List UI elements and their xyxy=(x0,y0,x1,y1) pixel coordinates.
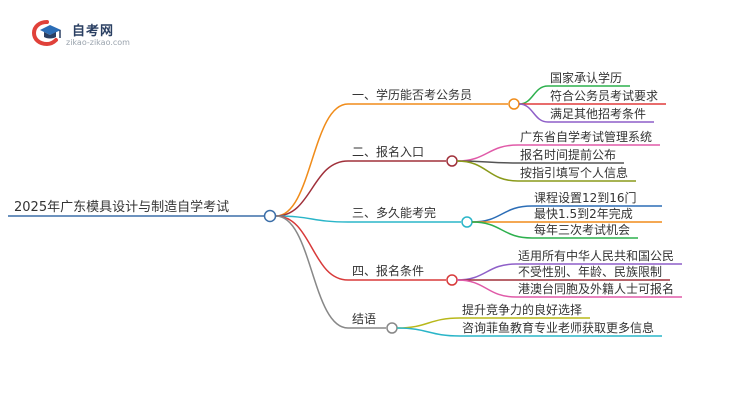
child-topic: 满足其他招考条件 xyxy=(550,107,646,121)
child-connector xyxy=(396,317,461,329)
child-connector xyxy=(518,103,549,123)
child-topic: 广东省自学考试管理系统 xyxy=(520,129,652,144)
branch-connector xyxy=(275,215,349,281)
branch-node[interactable] xyxy=(461,216,473,228)
child-connector xyxy=(456,160,519,182)
branch-node[interactable] xyxy=(446,155,458,167)
child-topic: 不受性别、年龄、民族限制 xyxy=(518,265,662,279)
child-topic: 国家承认学历 xyxy=(550,70,622,85)
graduation-cap-icon xyxy=(31,20,61,47)
branch-topic: 四、报名条件 xyxy=(352,263,424,278)
child-topic: 符合公务员考试要求 xyxy=(550,88,658,103)
child-connector xyxy=(456,279,517,298)
child-topic: 报名时间提前公布 xyxy=(520,147,616,162)
child-topic: 每年三次考试机会 xyxy=(534,222,630,237)
branch-topic: 一、学历能否考公务员 xyxy=(352,87,472,102)
child-topic: 按指引填写个人信息 xyxy=(520,165,628,180)
child-connector xyxy=(456,263,517,281)
branch-node[interactable] xyxy=(508,98,520,110)
child-topic: 提升竞争力的良好选择 xyxy=(462,302,582,317)
root-node[interactable] xyxy=(263,209,277,223)
child-topic: 最快1.5到2年完成 xyxy=(534,206,633,221)
branch-topic: 三、多久能考完 xyxy=(352,205,436,220)
child-topic: 港澳台同胞及外籍人士可报名 xyxy=(518,281,674,296)
child-connector xyxy=(471,205,533,223)
child-topic: 适用所有中华人民共和国公民 xyxy=(518,248,674,263)
child-connector xyxy=(396,327,461,337)
root-topic: 2025年广东模具设计与制造自学考试 xyxy=(14,199,229,215)
child-topic: 课程设置12到16门 xyxy=(534,190,637,205)
branch-connector xyxy=(275,103,349,217)
site-logo[interactable]: 自考网 zikao-zikao.com xyxy=(30,16,140,50)
branch-node[interactable] xyxy=(446,274,458,286)
logo-title: 自考网 xyxy=(72,24,115,39)
branch-connector xyxy=(275,160,349,217)
child-connector xyxy=(456,144,519,162)
child-connector xyxy=(518,85,549,105)
branch-connector xyxy=(275,215,349,223)
logo-url: zikao-zikao.com xyxy=(66,38,130,47)
child-connector xyxy=(471,221,533,239)
branch-topic: 二、报名入口 xyxy=(352,144,424,159)
branch-topic: 结语 xyxy=(352,312,376,326)
branch-connector xyxy=(275,215,349,329)
branch-node[interactable] xyxy=(386,322,398,334)
child-topic: 咨询菲鱼教育专业老师获取更多信息 xyxy=(462,320,654,335)
